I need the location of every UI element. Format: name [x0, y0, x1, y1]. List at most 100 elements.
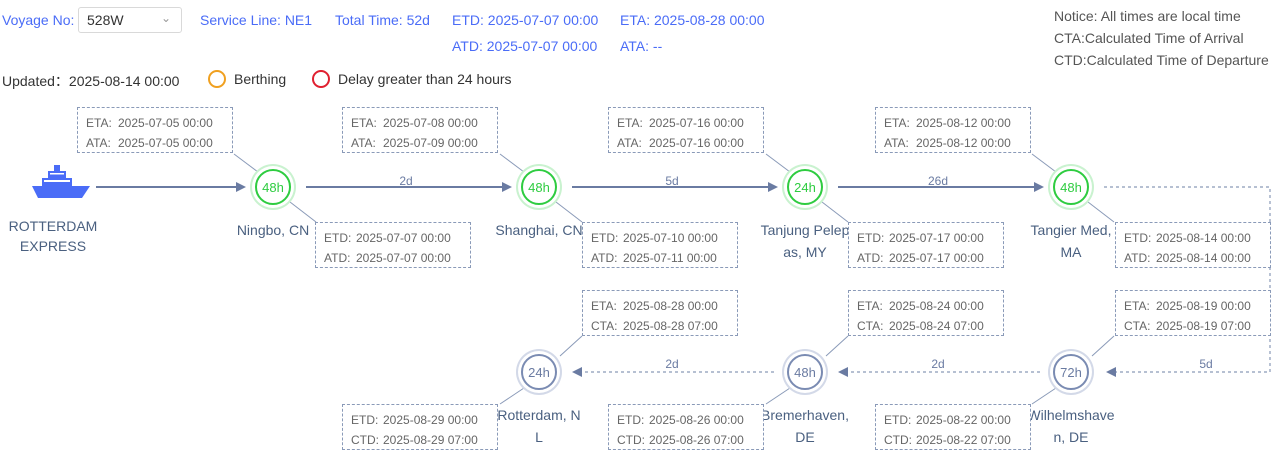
time-key: CTD:: [617, 433, 645, 447]
time-value: 2025-07-11 00:00: [623, 251, 717, 265]
port-name-rotterdam[interactable]: Rotterdam, NL: [497, 407, 581, 445]
departure-times-box: ETD: 2025-07-17 00:00 ATD: 2025-07-17 00:0…: [848, 222, 1004, 268]
time-row: ATD:2025-07-11 00:00: [591, 248, 737, 268]
time-row: ETA:2025-07-05 00:00: [86, 113, 232, 133]
time-row: ETA: 2025-08-24 00:00: [857, 296, 1003, 316]
departure-times-box: ETD:2025-08-22 00:00 CTD:2025-08-22 07:0…: [875, 404, 1031, 450]
notice-cta: CTA:Calculated Time of Arrival: [1054, 30, 1244, 46]
time-row: ETD: 2025-08-29 00:00: [351, 410, 497, 430]
port-node-tanjung-pelepas[interactable]: 24h: [787, 169, 823, 205]
time-key: ETA:: [351, 116, 377, 130]
time-row: ETA: 2025-08-28 00:00: [591, 296, 737, 316]
leg-duration: 2d: [931, 357, 945, 371]
time-value: 2025-08-28 00:00: [623, 299, 718, 313]
port-node-rotterdam[interactable]: 24h: [521, 354, 557, 390]
time-value: 2025-07-05 00:00: [118, 136, 213, 150]
berthing-legend-label: Berthing: [234, 71, 287, 87]
time-value: 2025-08-26 07:00: [649, 433, 744, 447]
time-key: ETA:: [1124, 299, 1150, 313]
time-row: ETD:2025-07-07 00:00: [324, 228, 470, 248]
port-node-tangier-med[interactable]: 48h: [1053, 169, 1089, 205]
time-key: ETA:: [857, 299, 883, 313]
arrival-times-box: ETA:2025-07-08 00:00 ATA:2025-07-09 00:0…: [342, 107, 498, 153]
time-row: ATA:2025-08-12 00:00: [884, 133, 1030, 153]
arrival-times-box: ETA:2025-07-16 00:00 ATA:2025-07-16 00:0…: [608, 107, 764, 153]
voyage-eta: ETA: 2025-08-28 00:00: [620, 12, 765, 28]
time-row: ATA: 2025-07-05 00:00: [86, 133, 232, 153]
time-row: CTD: 2025-08-22 07:00: [884, 430, 1030, 450]
time-value: 2025-07-17 00:00: [889, 251, 984, 265]
ship-icon: [30, 162, 92, 207]
time-key: ETD:: [351, 413, 379, 427]
time-value: 2025-08-14 00:00: [1156, 231, 1251, 245]
time-value: 2025-08-24 00:00: [889, 299, 984, 313]
time-row: ATD:2025-07-07 00:00: [324, 248, 470, 268]
time-key: CTD:: [351, 433, 379, 447]
time-key: ATA:: [351, 136, 376, 150]
departure-times-box: ETD:2025-07-10 00:00 ATD:2025-07-11 00:0…: [582, 222, 738, 268]
total-time: Total Time: 52d: [335, 12, 430, 28]
leg-duration: 2d: [665, 357, 679, 371]
departure-times-box: ETD: 2025-08-14 00:00 ATD: 2025-08-14 00:0…: [1115, 222, 1271, 268]
voyage-ata: ATA: --: [620, 38, 663, 54]
time-key: ATD:: [857, 251, 884, 265]
time-row: CTA:2025-08-24 07:00: [857, 316, 1003, 336]
voyage-label: Voyage No:: [2, 12, 75, 28]
port-node-ningbo[interactable]: 48h: [255, 169, 291, 205]
vessel-name: ROTTERDAM EXPRESS: [8, 218, 98, 254]
time-row: CTA:2025-08-28 07:00: [591, 316, 737, 336]
time-row: ETA: 2025-07-16 00:00: [617, 113, 763, 133]
leg-duration: 5d: [1199, 357, 1213, 371]
time-row: ATD: 2025-07-17 00:00: [857, 248, 1003, 268]
time-key: ATD:: [324, 251, 351, 265]
time-value: 2025-08-22 07:00: [916, 433, 1011, 447]
time-key: ETA:: [884, 116, 910, 130]
time-key: ETD:: [591, 231, 619, 245]
voyage-select[interactable]: 528W ⌄: [78, 7, 182, 33]
time-value: 2025-07-16 00:00: [649, 116, 744, 130]
notice-local-time: Notice: All times are local time: [1054, 8, 1241, 24]
port-name-tangier-med[interactable]: Tangier Med, MA: [1030, 222, 1112, 260]
port-node-bremerhaven[interactable]: 48h: [787, 354, 823, 390]
port-name-wilhelmshaven[interactable]: Wilhelmshaven, DE: [1027, 407, 1115, 445]
time-key: ATD:: [1124, 251, 1151, 265]
time-row: ETD: 2025-08-14 00:00: [1124, 228, 1270, 248]
port-node-shanghai[interactable]: 48h: [521, 169, 557, 205]
port-name-tanjung-pelepas[interactable]: Tanjung Pelepas, MY: [760, 222, 850, 260]
time-value: 2025-08-14 00:00: [1156, 251, 1251, 265]
time-value: 2025-08-22 00:00: [916, 413, 1011, 427]
time-value: 2025-07-08 00:00: [383, 116, 478, 130]
service-line: Service Line: NE1: [200, 12, 313, 28]
time-key: CTA:: [1124, 319, 1151, 333]
port-name-shanghai[interactable]: Shanghai, CN: [495, 222, 583, 238]
leg-duration: 26d: [927, 174, 949, 188]
time-row: ETA: 2025-07-08 00:00: [351, 113, 497, 133]
voyage-atd: ATD: 2025-07-07 00:00: [452, 38, 598, 54]
time-value: 2025-08-26 00:00: [649, 413, 744, 427]
time-key: CTA:: [857, 319, 884, 333]
time-value: 2025-08-29 00:00: [383, 413, 478, 427]
voyage-etd: ETD: 2025-07-07 00:00: [452, 12, 599, 28]
notice-panel: Notice: All times are local time CTA:Cal…: [1054, 5, 1269, 71]
time-key: ETD:: [857, 231, 885, 245]
port-node-wilhelmshaven[interactable]: 72h: [1053, 354, 1089, 390]
time-row: ETA:2025-08-12 00:00: [884, 113, 1030, 133]
arrival-times-box: ETA:2025-08-19 00:00 CTA:2025-08-19 07:0…: [1115, 290, 1271, 336]
time-row: CTA:2025-08-19 07:00: [1124, 316, 1270, 336]
time-value: 2025-07-17 00:00: [889, 231, 984, 245]
time-row: ATD: 2025-08-14 00:00: [1124, 248, 1270, 268]
time-key: ATA:: [86, 136, 111, 150]
time-row: ETD: 2025-07-17 00:00: [857, 228, 1003, 248]
port-name-ningbo[interactable]: Ningbo, CN: [236, 222, 310, 238]
departure-times-box: ETD:2025-08-26 00:00 CTD:2025-08-26 07:0…: [608, 404, 764, 450]
departure-times-box: ETD:2025-08-29 00:00 CTD:2025-08-29 07:0…: [342, 404, 498, 450]
time-value: 2025-08-28 07:00: [623, 319, 718, 333]
port-name-bremerhaven[interactable]: Bremerhaven, DE: [761, 407, 849, 445]
berthing-legend-icon: [208, 70, 226, 88]
time-key: CTD:: [884, 433, 912, 447]
time-row: CTD: 2025-08-26 07:00: [617, 430, 763, 450]
time-key: ETA:: [591, 299, 617, 313]
time-key: ETD:: [1124, 231, 1152, 245]
time-key: ATA:: [884, 136, 909, 150]
time-key: ETA:: [617, 116, 643, 130]
